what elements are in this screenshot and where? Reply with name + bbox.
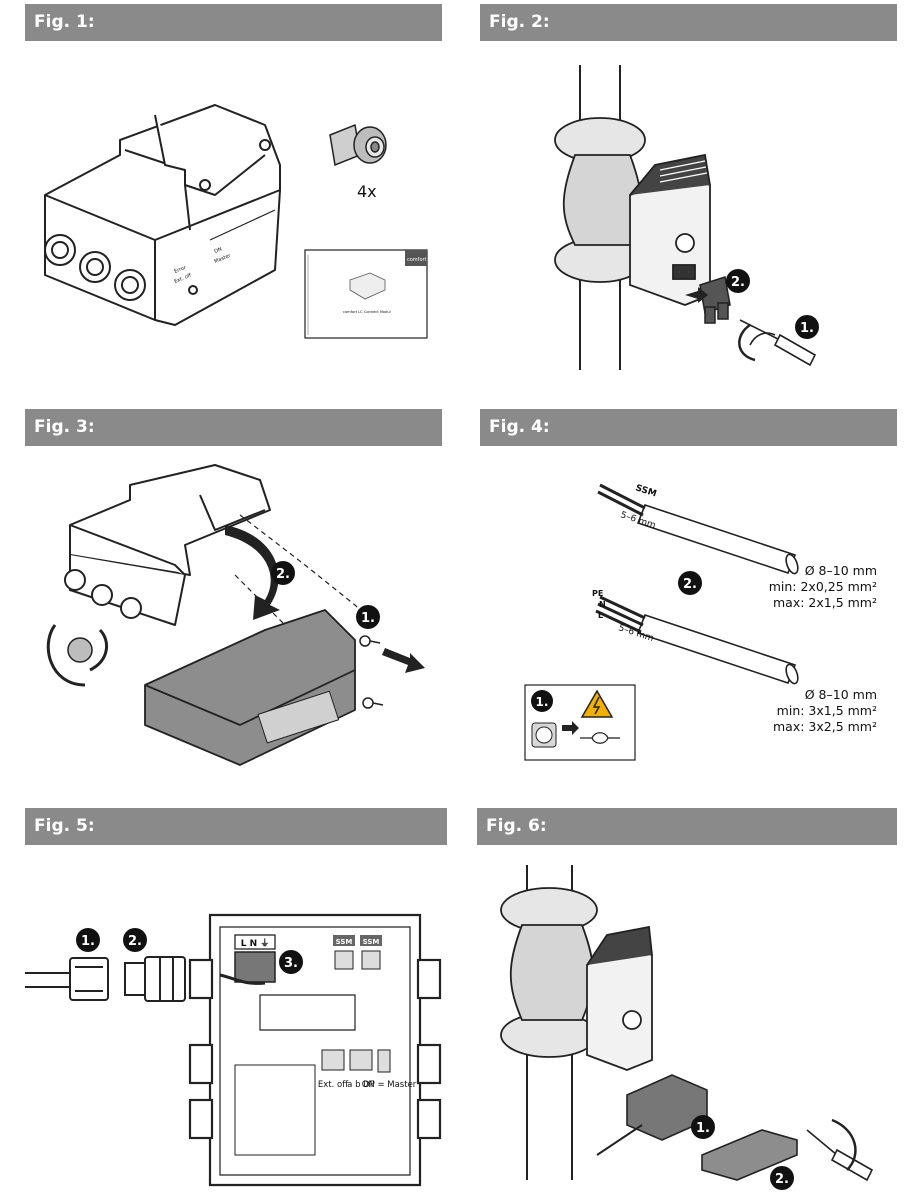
label-dp: a b DP <box>347 1080 375 1090</box>
terminal-block <box>219 951 276 985</box>
cable1-spec: Ø 8–10 mm min: 2x0,25 mm² max: 2x1,5 mm² <box>768 563 877 610</box>
svg-text:2.: 2. <box>731 275 745 290</box>
step-badge-1: 1. <box>356 605 380 629</box>
label-extoff: Ext. off <box>318 1080 349 1090</box>
bottom-terminals: Ext. off a b DP ON = Master <box>318 1049 417 1090</box>
svg-text:1.: 1. <box>696 1121 710 1136</box>
cable-gland-ports <box>44 234 146 301</box>
fig1-header: Fig. 1: <box>25 4 442 41</box>
gland-body <box>124 956 186 1002</box>
module-top <box>69 464 271 626</box>
step-badge-2: 2. <box>770 1166 794 1190</box>
pump-flanges <box>554 117 646 283</box>
pump-head <box>586 925 653 1071</box>
svg-text:SSM: SSM <box>336 938 353 946</box>
terminal-label: L N ⏚ <box>241 938 270 949</box>
safety-panel: 1. <box>524 684 636 761</box>
manual-booklet: comfort comfort LC Connect Modul <box>304 249 428 339</box>
manual-brand: comfort <box>407 257 427 263</box>
rotate-arrow <box>738 323 756 362</box>
fig4-illustration: SSM 5–6 mm PE N L 5–6 mm 2. 1. Ø 8–10 mm <box>480 455 897 800</box>
gland-quantity: 4x <box>357 182 377 201</box>
warning-icon <box>580 689 614 718</box>
screwdriver-icon <box>739 319 817 367</box>
step-badge-2: 2. <box>123 928 147 952</box>
cable1-label: SSM <box>634 483 658 499</box>
fig5-header: Fig. 5: <box>25 808 447 845</box>
step-badge-2: 2. <box>726 269 750 293</box>
svg-text:2.: 2. <box>683 577 697 592</box>
cable-gland-icon <box>329 123 387 167</box>
fig3-header: Fig. 3: <box>25 409 442 446</box>
svg-text:1.: 1. <box>81 934 95 949</box>
connector-plug <box>699 276 731 324</box>
fig1-illustration: Error Ext. off ON Master 4x comfort comf… <box>25 45 442 400</box>
step-badge-1: 1. <box>795 315 819 339</box>
label-master: ON = Master <box>362 1080 417 1090</box>
fig6-header: Fig. 6: <box>477 808 897 845</box>
fig3-illustration: 2. 1. <box>25 455 442 800</box>
step-badge-1: 1. <box>691 1115 715 1139</box>
rotate-arrow-plug <box>46 624 109 687</box>
wire-pe: PE <box>592 589 603 598</box>
label-error: Error <box>174 264 188 274</box>
arrow-left <box>685 287 708 303</box>
cable-2 <box>595 595 799 685</box>
fig5-illustration: L N ⏚ SSM SSM Ext. off a b DP ON = Maste… <box>25 855 447 1195</box>
step-badge-2: 2. <box>678 571 702 595</box>
ssm-terminals: SSM SSM <box>333 935 382 970</box>
step-badge-1: 1. <box>536 695 549 709</box>
module-ports <box>64 569 142 619</box>
plug-icon <box>580 732 609 744</box>
gland-nut <box>69 957 109 1001</box>
arrow-right <box>382 648 425 673</box>
fig2-header: Fig. 2: <box>480 4 897 41</box>
label-on: ON <box>214 246 224 255</box>
cable-1 <box>597 483 799 575</box>
wire-n: N <box>599 600 606 609</box>
step-badge-1: 1. <box>76 928 100 952</box>
arrow-icon <box>562 721 579 735</box>
cable2-spec: Ø 8–10 mm min: 3x1,5 mm² max: 3x2,5 mm² <box>773 687 877 734</box>
svg-text:1.: 1. <box>800 321 814 336</box>
manual-title: comfort LC Connect Modul <box>343 310 391 314</box>
svg-text:2.: 2. <box>775 1172 789 1187</box>
fig2-illustration: 2. 1. <box>480 45 897 400</box>
big-curved-arrow <box>225 525 280 620</box>
step-badge-3: 3. <box>279 950 303 974</box>
screws <box>359 635 384 709</box>
cover <box>701 1129 798 1181</box>
pump-head <box>629 153 711 306</box>
pump-flanges <box>500 887 598 1058</box>
fig4-header: Fig. 4: <box>480 409 897 446</box>
module-box <box>188 913 442 1187</box>
screwdriver-icon <box>806 1129 874 1182</box>
cover-removed <box>144 609 356 766</box>
svg-text:SSM: SSM <box>363 938 380 946</box>
cable <box>596 1124 643 1156</box>
svg-text:1.: 1. <box>361 611 375 626</box>
svg-text:2.: 2. <box>276 567 290 582</box>
wire-l: L <box>598 611 603 620</box>
fig6-illustration: 1. 2. <box>477 855 897 1195</box>
svg-text:2.: 2. <box>128 934 142 949</box>
module-housing <box>44 104 281 326</box>
rotate-arrow <box>831 1118 857 1171</box>
step-badge-2: 2. <box>271 561 295 585</box>
svg-text:3.: 3. <box>284 956 298 971</box>
